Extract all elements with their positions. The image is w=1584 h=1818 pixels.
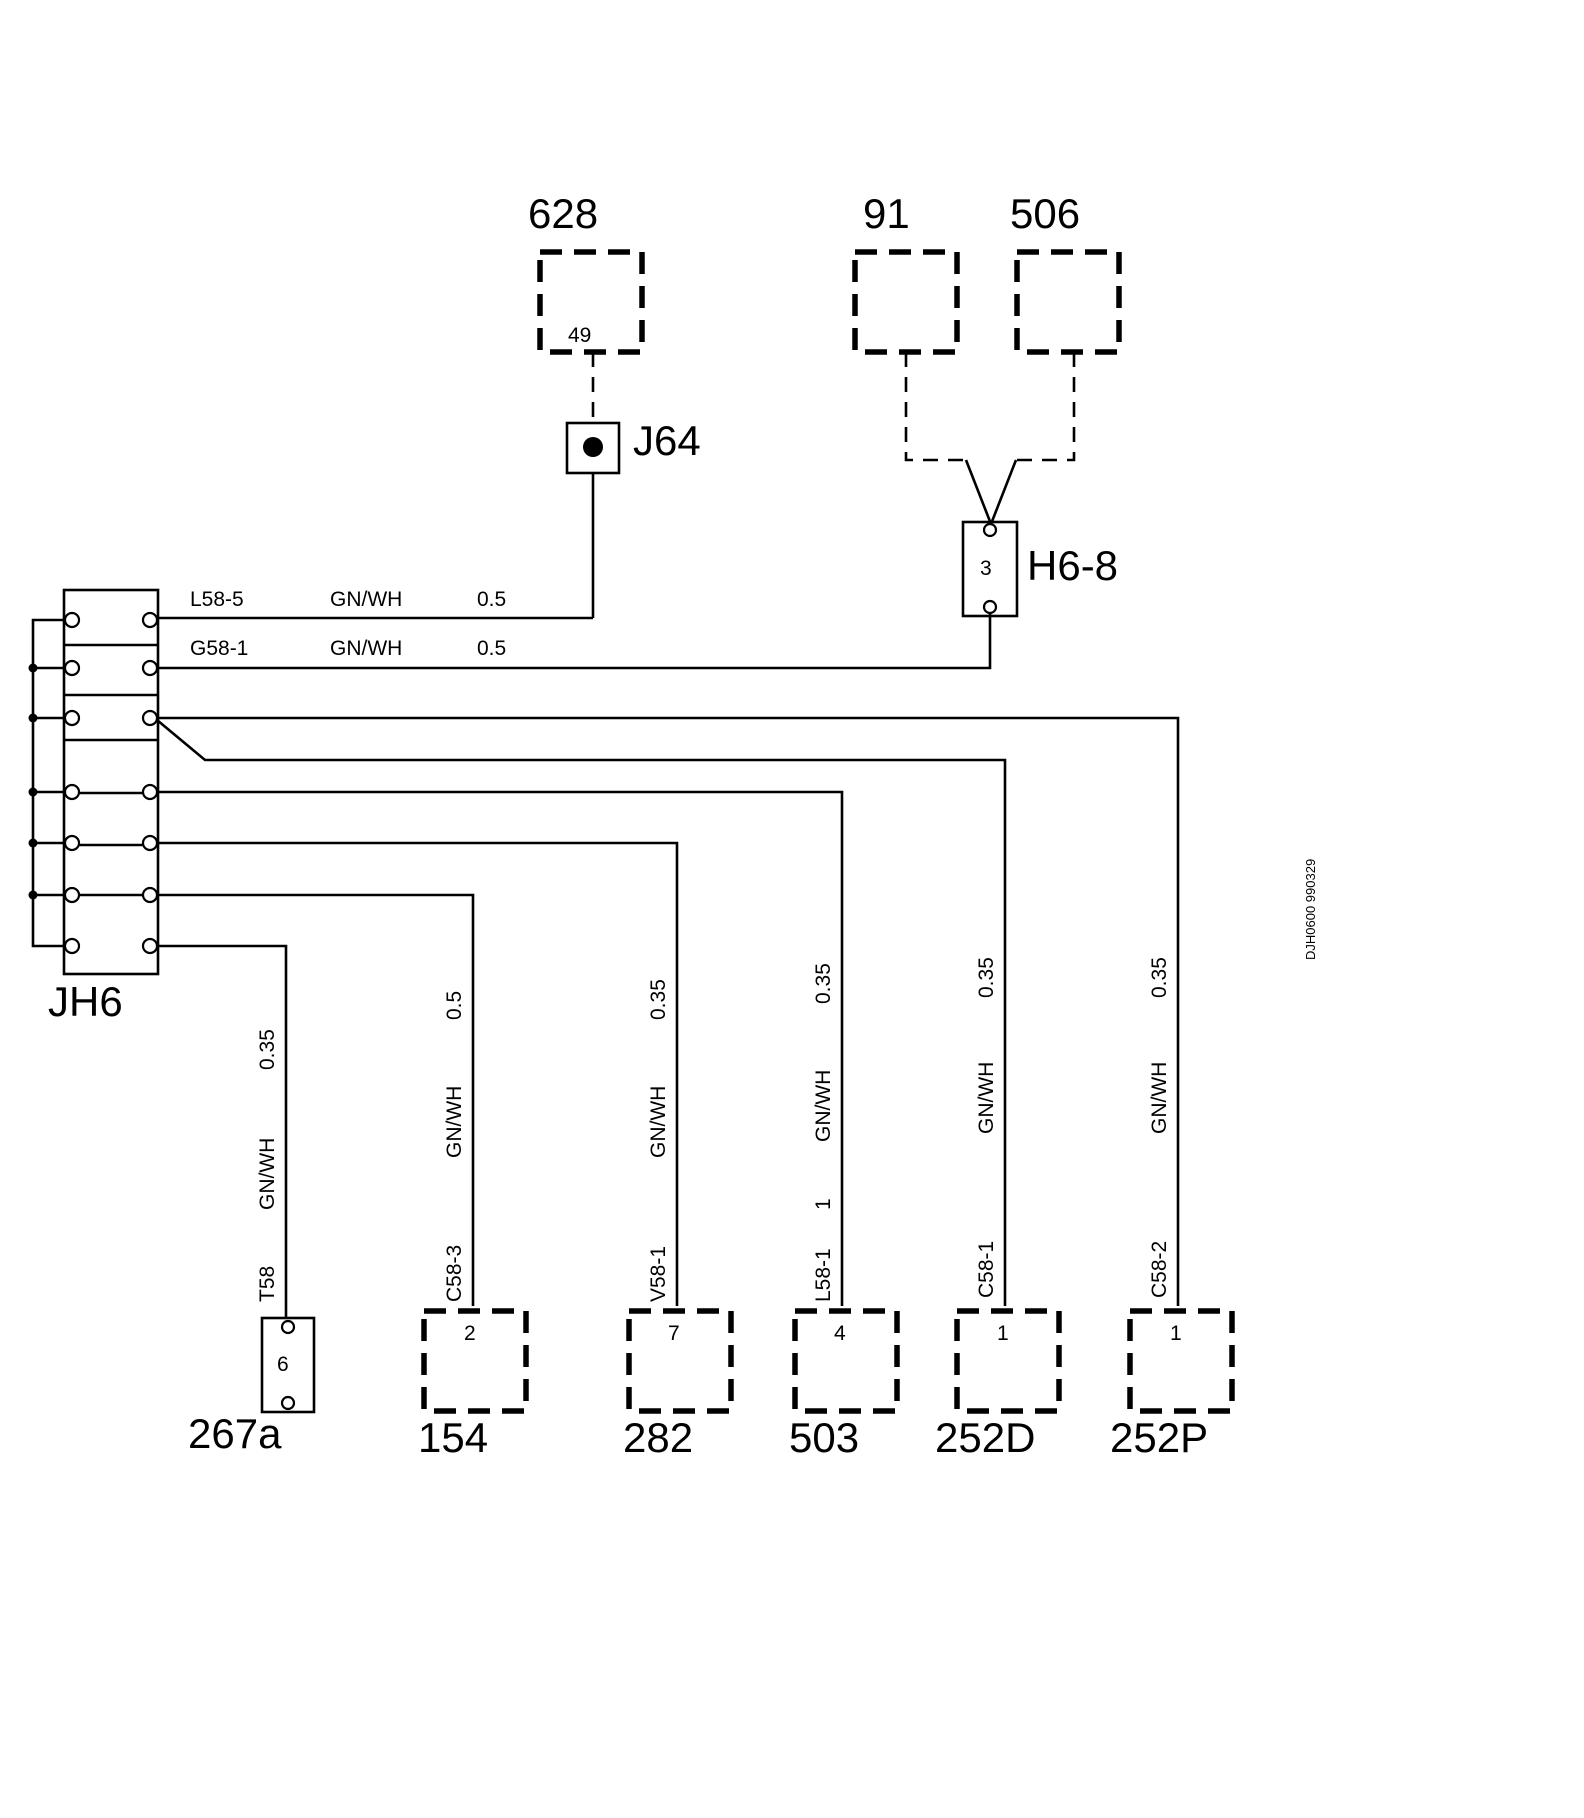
module-91-box: [852, 249, 960, 355]
connector-267a-label: 267a: [188, 1410, 282, 1457]
wire-l58-1-labels: L58-1 1 GN/WH 0.35: [812, 963, 835, 1302]
module-506-label: 506: [1010, 190, 1080, 237]
wire-l58-5-color: GN/WH: [330, 588, 402, 611]
wire-c58-1-labels: C58-1 GN/WH 0.35: [975, 957, 998, 1298]
connector-j64-pin: [583, 437, 603, 457]
wire-c58-3-labels: C58-3 GN/WH 0.5: [443, 991, 466, 1302]
splice-jh6-label: JH6: [48, 978, 123, 1025]
wire-merge-h68: [964, 459, 1018, 528]
module-628-pin: 49: [568, 324, 591, 347]
splice-jh6-bus: [31, 618, 72, 948]
wire-t58-color: GN/WH: [256, 1138, 279, 1210]
wire-v58-1-color: GN/WH: [647, 1086, 670, 1158]
document-reference: DJH0600 990329: [1303, 859, 1318, 960]
wire-c58-2-size: 0.35: [1148, 957, 1171, 998]
connector-h68-pin-bottom: [982, 599, 998, 615]
module-252p-pin: 1: [1170, 1322, 1182, 1345]
wire-v58-1-size: 0.35: [647, 979, 670, 1020]
wire-to-154: [157, 893, 475, 1306]
wire-to-282: [157, 841, 679, 1306]
connector-h68-label: H6-8: [1027, 542, 1118, 589]
module-252p-box: [1127, 1308, 1235, 1414]
module-252d-box: [954, 1308, 1062, 1414]
module-628-box: [537, 249, 645, 355]
wire-g58-1-size: 0.5: [477, 637, 506, 660]
module-91-label: 91: [863, 190, 910, 237]
wire-t58-labels: T58 GN/WH 0.35: [256, 1029, 279, 1302]
module-252d-pin: 1: [997, 1322, 1009, 1345]
module-252d-label: 252D: [935, 1414, 1035, 1461]
wire-g58-1-color: GN/WH: [330, 637, 402, 660]
wire-t58-size: 0.35: [256, 1029, 279, 1070]
dashed-wire-91: [904, 352, 966, 462]
wire-l58-5-size: 0.5: [477, 588, 506, 611]
wire-to-252p: [157, 716, 1180, 1306]
connector-267a-pin: 6: [277, 1353, 289, 1376]
wire-to-252d: [156, 719, 1007, 1306]
wire-l58-5-id: L58-5: [190, 588, 244, 611]
wire-c58-3-size: 0.5: [443, 991, 466, 1020]
wire-t58-id: T58: [256, 1266, 279, 1302]
module-628-label: 628: [528, 190, 598, 237]
connector-j64-label: J64: [633, 417, 701, 464]
module-154-pin: 2: [464, 1322, 476, 1345]
wire-c58-2-color: GN/WH: [1148, 1062, 1171, 1134]
module-252p-label: 252P: [1110, 1414, 1208, 1461]
module-154-label: 154: [418, 1414, 488, 1461]
wire-c58-3-id: C58-3: [443, 1245, 466, 1302]
wire-v58-1-id: V58-1: [647, 1246, 670, 1302]
module-282-label: 282: [623, 1414, 693, 1461]
wire-to-503: [157, 790, 844, 1306]
wire-c58-2-id: C58-2: [1148, 1241, 1171, 1298]
module-154-box: [421, 1308, 529, 1414]
module-503-box: [792, 1308, 900, 1414]
wire-g58-1: [157, 613, 992, 670]
wire-l58-1-id: L58-1: [812, 1248, 835, 1302]
wire-c58-3-color: GN/WH: [443, 1086, 466, 1158]
wire-l58-1-size: 0.35: [812, 963, 835, 1004]
module-506-box: [1014, 249, 1122, 355]
wire-g58-1-id: G58-1: [190, 637, 248, 660]
wire-c58-1-id: C58-1: [975, 1241, 998, 1298]
module-282-box: [626, 1308, 734, 1414]
wire-l58-1-color: GN/WH: [812, 1070, 835, 1142]
module-503-pin: 4: [834, 1322, 846, 1345]
module-282-pin: 7: [668, 1322, 680, 1345]
connector-h68-pin: 3: [980, 557, 992, 580]
module-503-label: 503: [789, 1414, 859, 1461]
dashed-wire-506: [1016, 352, 1076, 462]
wire-v58-1-labels: V58-1 GN/WH 0.35: [647, 979, 670, 1302]
wire-to-267a: [157, 944, 288, 1318]
wire-c58-1-color: GN/WH: [975, 1062, 998, 1134]
splice-jh6-body: [62, 588, 160, 976]
wire-c58-2-labels: C58-2 GN/WH 0.35: [1148, 957, 1171, 1298]
splice-jh6-pins: [63, 611, 159, 955]
connector-h68-pin-top: [982, 522, 998, 538]
wire-c58-1-size: 0.35: [975, 957, 998, 998]
wire-l58-1-extra: 1: [812, 1198, 835, 1210]
